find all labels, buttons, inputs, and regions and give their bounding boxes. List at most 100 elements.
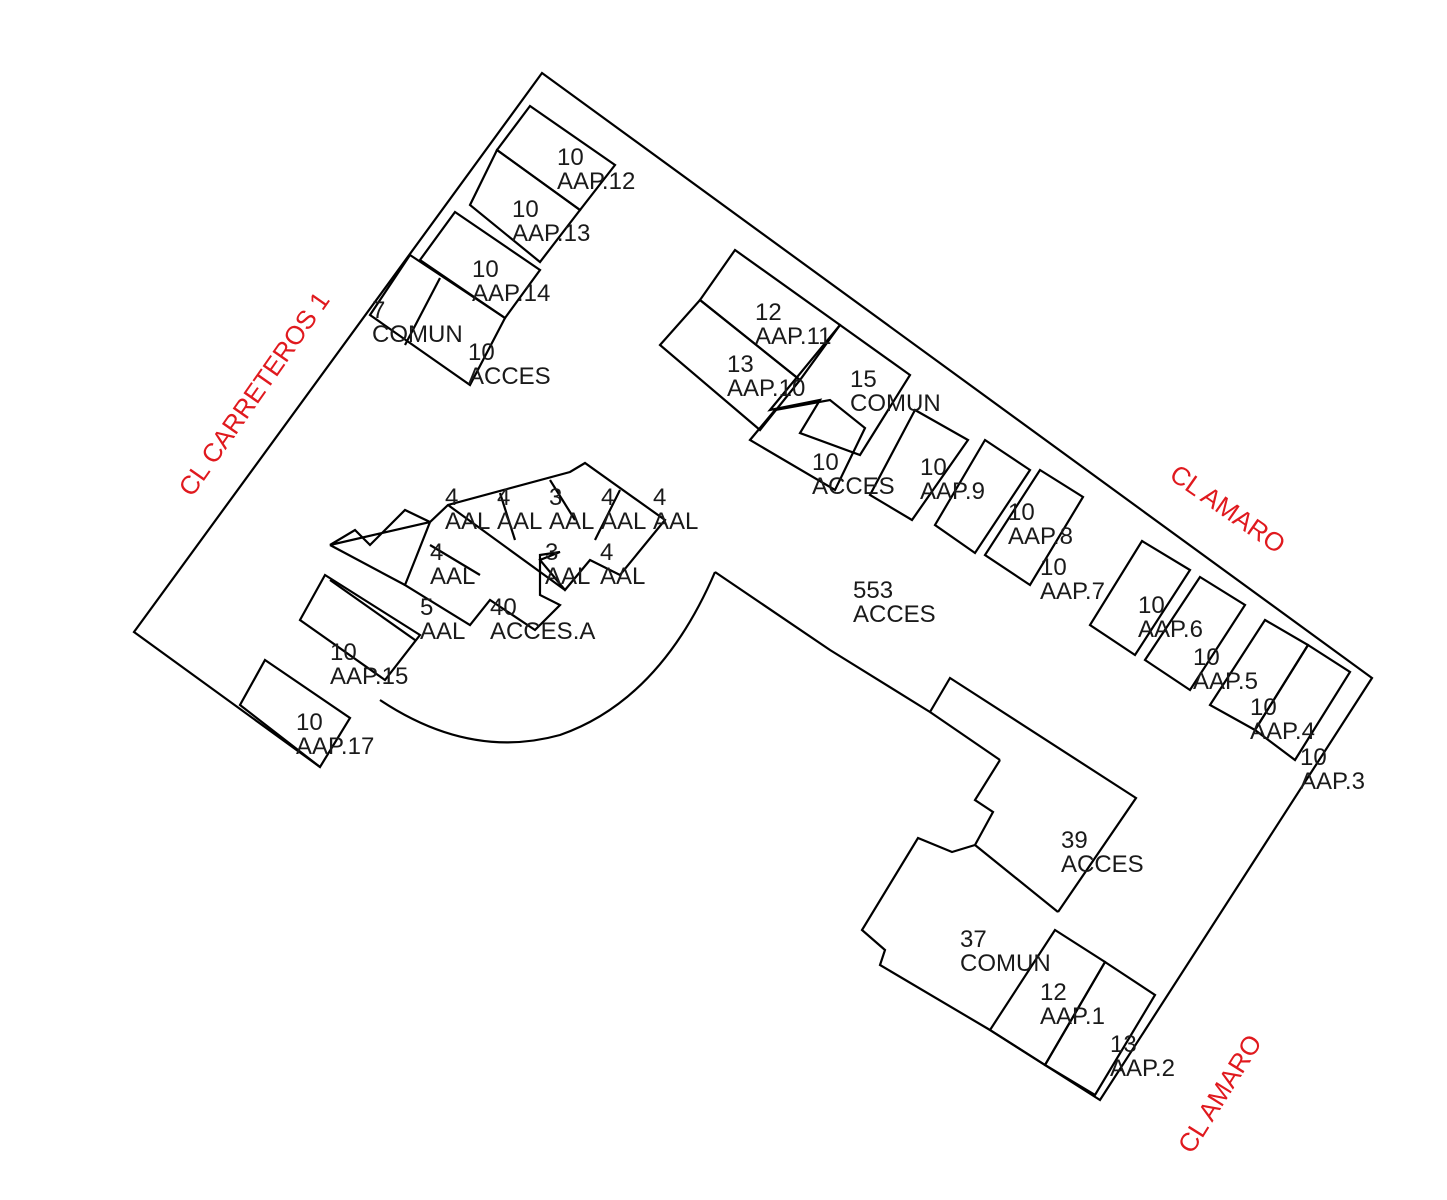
unit-area: 10 — [296, 709, 323, 736]
unit-area: 10 — [1193, 644, 1220, 671]
unit-area: 4 — [653, 484, 666, 511]
unit-use: ACCES — [468, 363, 551, 390]
unit-area: 5 — [420, 594, 433, 621]
unit-area: 3 — [545, 539, 558, 566]
unit-use: AAP.2 — [1110, 1055, 1175, 1082]
unit-use: ACCES — [1061, 851, 1144, 878]
unit-use: AAL — [601, 508, 646, 535]
unit-area: 10 — [1138, 592, 1165, 619]
unit-use: AAL — [545, 563, 590, 590]
unit-area: 7 — [372, 297, 385, 324]
unit-use: COMUN — [850, 390, 941, 417]
unit-aap5 — [1143, 575, 1247, 692]
street-labels: CL CARRETEROS 1 CL AMARO CL AMARO — [172, 286, 1291, 1158]
unit-area: 12 — [1040, 979, 1067, 1006]
unit-use: AAL — [430, 563, 475, 590]
unit-use: AAP.1 — [1040, 1003, 1105, 1030]
unit-use: AAP.7 — [1040, 578, 1105, 605]
unit-comun15 — [767, 323, 912, 457]
unit-use: AAP.9 — [920, 478, 985, 505]
arc-wall — [379, 571, 717, 744]
unit-aap6 — [1088, 539, 1192, 657]
unit-aap13 — [468, 148, 582, 264]
unit-comun7 — [368, 253, 507, 387]
unit-aap7 — [983, 468, 1085, 587]
unit-area: 40 — [490, 594, 517, 621]
unit-use: AAP.11 — [755, 323, 832, 350]
unit-use: AAP.12 — [557, 168, 635, 195]
aal-cluster — [329, 461, 667, 632]
unit-use: AAP.5 — [1193, 668, 1258, 695]
unit-aap10 — [658, 298, 802, 432]
wall — [447, 504, 566, 591]
unit-aap3 — [1253, 643, 1352, 762]
wall — [429, 544, 481, 576]
unit-use: AAP.6 — [1138, 616, 1203, 643]
unit-use: ACCES.A — [490, 618, 595, 645]
wall — [329, 544, 406, 586]
unit-area: 10 — [1300, 744, 1327, 771]
unit-aap15 — [298, 573, 422, 682]
unit-area: 39 — [1061, 827, 1088, 854]
wall — [329, 579, 416, 641]
unit-use: AAL — [445, 508, 490, 535]
unit-use: AAP.13 — [512, 220, 590, 247]
wall — [549, 479, 576, 521]
unit-area: 10 — [920, 454, 947, 481]
unit-use: AAP.14 — [472, 280, 550, 307]
unit-use: AAL — [549, 508, 594, 535]
unit-aap8 — [933, 438, 1032, 555]
unit-area: 4 — [601, 484, 614, 511]
unit-aap9 — [868, 408, 970, 522]
unit-area: 3 — [549, 484, 562, 511]
unit-area: 10 — [812, 449, 839, 476]
unit-aap17 — [238, 658, 352, 769]
unit-use: COMUN — [372, 321, 463, 348]
unit-use: ACCES — [812, 473, 895, 500]
unit-use: AAP.17 — [296, 733, 374, 760]
unit-area: 10 — [468, 339, 495, 366]
unit-use: AAP.4 — [1250, 718, 1315, 745]
street-label-amaro-top: CL AMARO — [1165, 458, 1291, 559]
wall — [594, 489, 621, 541]
courtyard-boundary — [714, 571, 1138, 913]
unit-area: 10 — [472, 256, 499, 283]
unit-area: 10 — [512, 196, 539, 223]
unit-use: AAL — [600, 563, 645, 590]
unit-area: 10 — [557, 144, 584, 171]
comun-37-outline — [860, 759, 1001, 1031]
unit-area: 4 — [600, 539, 613, 566]
unit-use: AAP.3 — [1300, 768, 1365, 795]
unit-aap2 — [1043, 960, 1157, 1097]
unit-use: COMUN — [960, 950, 1051, 977]
unit-use: AAP.15 — [330, 663, 408, 690]
unit-use: AAL — [497, 508, 542, 535]
